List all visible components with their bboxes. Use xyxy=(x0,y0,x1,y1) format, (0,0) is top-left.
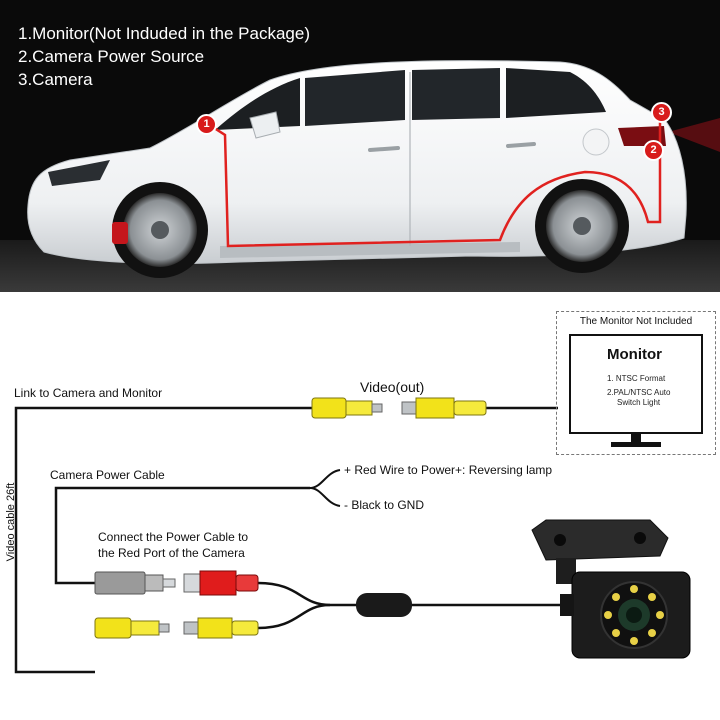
windshield xyxy=(215,78,300,130)
rear-window xyxy=(412,68,500,120)
wiring-diagram xyxy=(14,397,691,674)
video-cable xyxy=(14,406,312,674)
rear-quarter-window xyxy=(506,68,606,118)
front-wheel xyxy=(112,182,208,278)
power-cable xyxy=(54,486,310,585)
monitor-base xyxy=(611,442,661,447)
backup-camera xyxy=(531,519,691,659)
tail-light-beam xyxy=(668,118,720,152)
monitor-title: Monitor xyxy=(607,346,662,363)
label-red-wire: + Red Wire to Power+: Reversing lamp xyxy=(344,463,553,477)
label-black-gnd: - Black to GND xyxy=(344,498,425,512)
rca-male-yellow-camera-link xyxy=(94,617,170,639)
door-handle xyxy=(368,146,400,152)
marker-monitor: 1 xyxy=(196,114,217,135)
monitor-spec-switch: Switch Light xyxy=(617,398,661,407)
label-connect-line-2: the Red Port of the Camera xyxy=(98,546,245,560)
camera-cable-yellow xyxy=(257,603,331,630)
rear-door-handle xyxy=(506,142,536,148)
rear-wheel xyxy=(535,179,629,273)
cable-junction xyxy=(356,593,412,617)
marker-power-source: 2 xyxy=(643,140,664,161)
rca-female-yellow-camera xyxy=(183,617,259,639)
side-mirror xyxy=(249,111,281,139)
rocker-skirt xyxy=(220,242,520,258)
monitor-spec-format: 1. NTSC Format xyxy=(607,374,666,383)
monitor-icon: Monitor 1. NTSC Format 2.PAL/NTSC Auto S… xyxy=(569,334,703,434)
marker-camera: 3 xyxy=(651,102,672,123)
power-split-red xyxy=(309,469,341,489)
headlight xyxy=(48,160,110,186)
monitor-not-included-box: The Monitor Not Included Monitor 1. NTSC… xyxy=(556,311,716,455)
dc-plug-gray xyxy=(94,571,176,595)
wire-route xyxy=(204,115,662,248)
power-split-black xyxy=(309,487,341,507)
monitor-caption: The Monitor Not Included xyxy=(579,316,693,327)
monitor-spec-auto: 2.PAL/NTSC Auto xyxy=(607,388,671,397)
label-video-cable-length: Video cable 26ft xyxy=(5,482,17,562)
label-connect-line-1: Connect the Power Cable to xyxy=(98,530,249,544)
rca-male-yellow-link xyxy=(311,397,383,419)
label-video-out: Video(out) xyxy=(360,379,425,395)
car-photo-panel xyxy=(0,0,720,292)
label-power-cable: Camera Power Cable xyxy=(50,468,165,482)
legend-item-camera: 3.Camera xyxy=(18,70,93,89)
monitor-stand xyxy=(631,434,641,442)
front-window xyxy=(305,70,405,126)
rca-female-yellow-monitor xyxy=(401,397,487,419)
label-link-camera-monitor: Link to Camera and Monitor xyxy=(14,386,163,400)
fuel-cap xyxy=(582,128,610,156)
legend-item-monitor: 1.Monitor(Not Induded in the Package) xyxy=(18,24,311,43)
camera-cable-red xyxy=(257,581,331,607)
dc-socket-red xyxy=(183,570,259,596)
legend-item-power-source: 2.Camera Power Source xyxy=(18,47,205,66)
